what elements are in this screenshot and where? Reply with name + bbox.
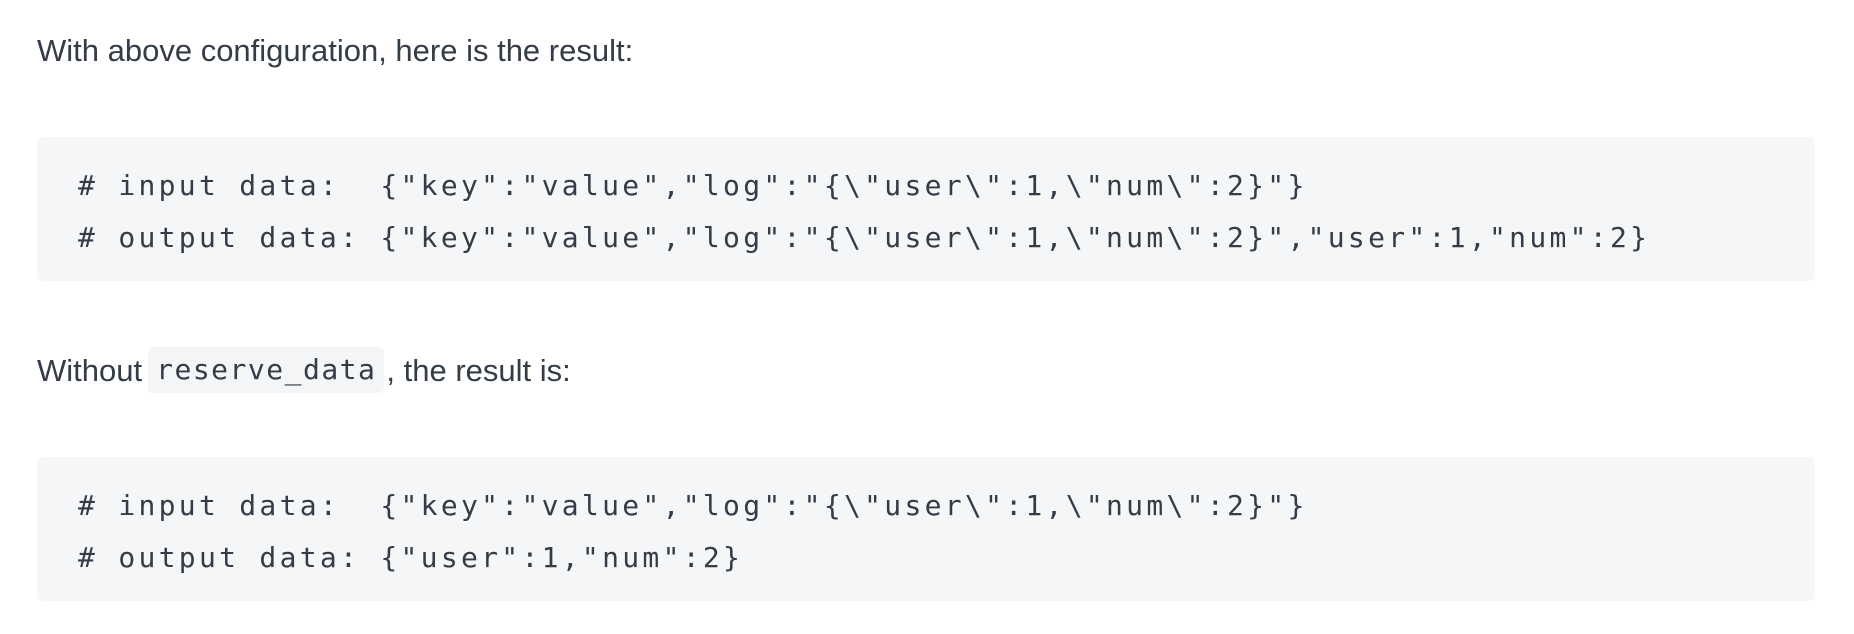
result-intro-text: With above configuration, here is the re… <box>37 33 634 68</box>
code-block-without-reserve-data: # input data: {"key":"value","log":"{\"u… <box>37 457 1815 601</box>
code-line-input: # input data: {"key":"value","log":"{\"u… <box>78 169 1308 202</box>
inline-code-reserve-data: reserve_data <box>148 347 385 393</box>
code-line-output: # output data: {"key":"value","log":"{\"… <box>78 221 1651 254</box>
text-before: Without <box>37 353 143 389</box>
code-line-output: # output data: {"user":1,"num":2} <box>78 541 744 574</box>
code-line-input: # input data: {"key":"value","log":"{\"u… <box>78 489 1308 522</box>
code-block-with-reserve-data: # input data: {"key":"value","log":"{\"u… <box>37 137 1815 281</box>
text-after: , the result is: <box>386 353 571 389</box>
